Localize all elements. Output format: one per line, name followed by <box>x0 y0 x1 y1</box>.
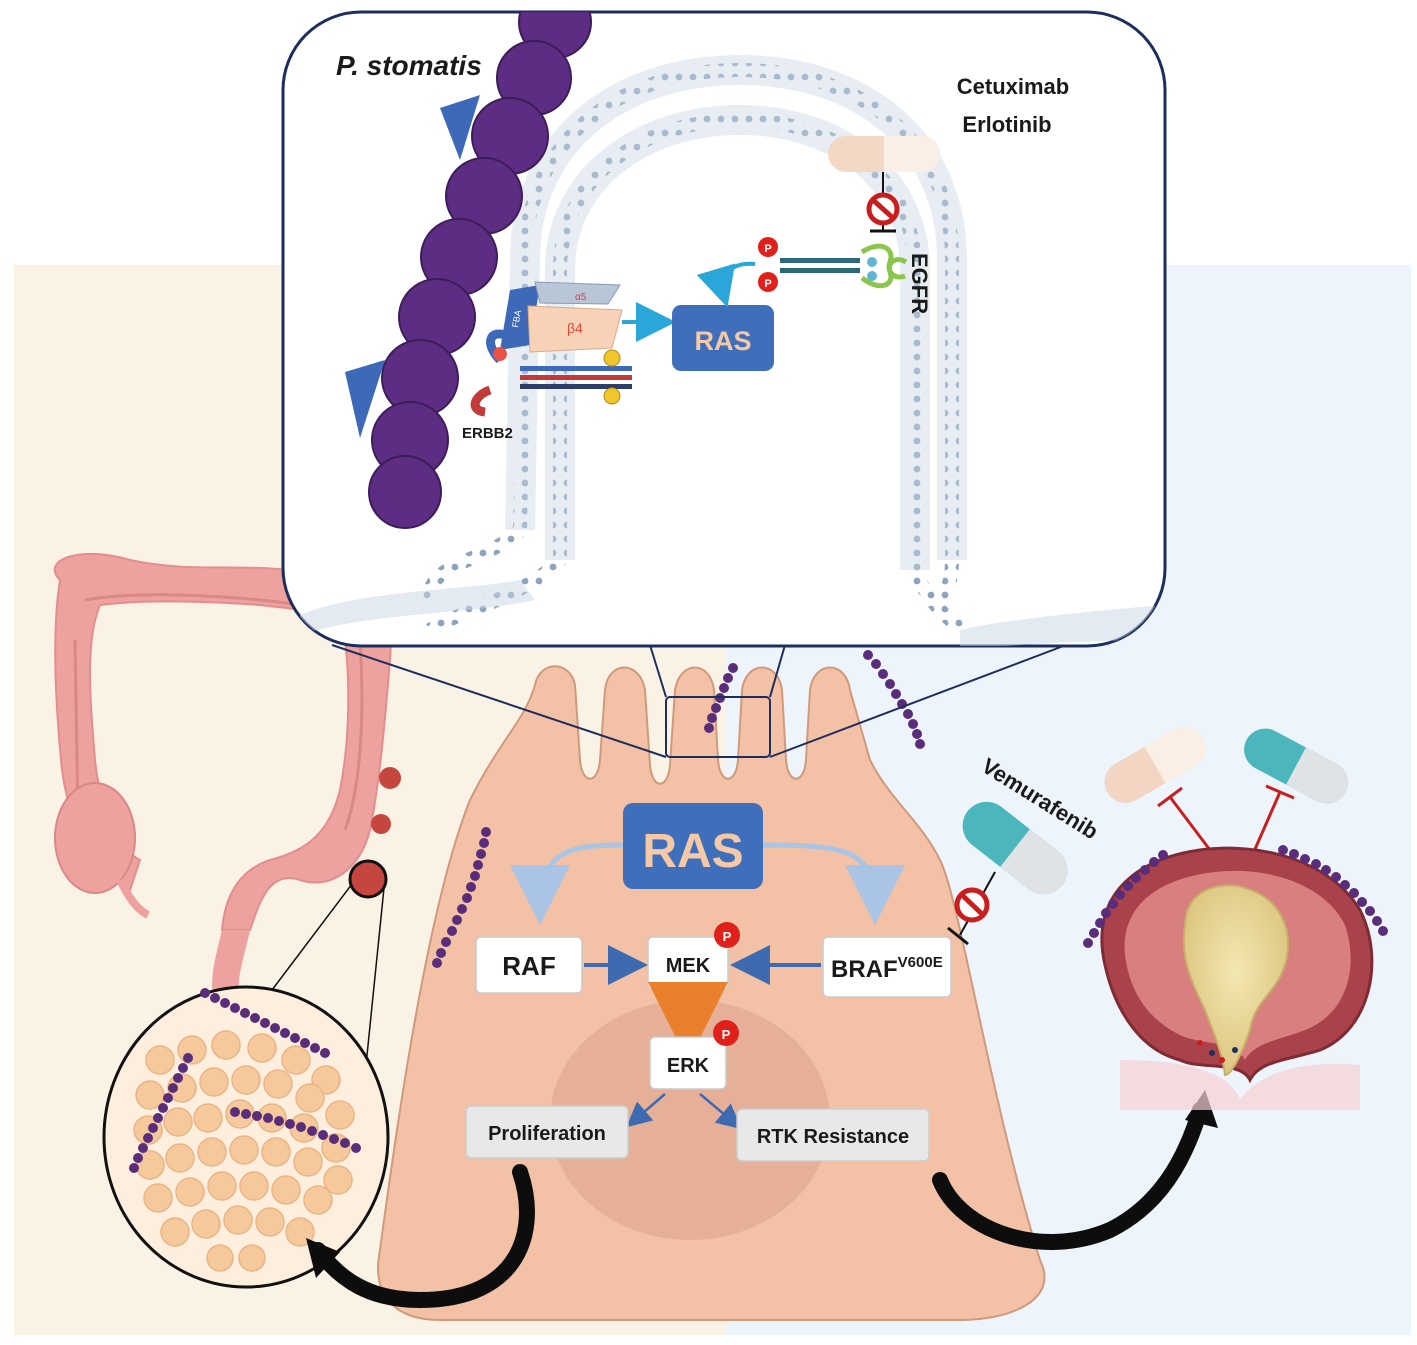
arrow-rtk-to-tumor <box>932 1102 1208 1250</box>
erk-label: ERK <box>667 1055 710 1077</box>
tumor-illustration <box>1100 846 1374 1110</box>
proliferation-box <box>465 1105 629 1159</box>
capsule-tumor-right <box>1244 728 1348 804</box>
egfr-receptor <box>780 243 908 289</box>
adhesin-shape-bottom <box>345 360 385 438</box>
erbb2-receptor <box>470 329 632 417</box>
inset-panel: FBA α5 β4 ERBB2 RAS <box>281 10 1167 648</box>
p-stomatis-label: P. stomatis <box>336 50 482 81</box>
proliferation-label: Proliferation <box>488 1123 606 1145</box>
integrin-beta4 <box>527 305 623 353</box>
ras-main-box <box>623 803 763 889</box>
egfr-phospho-1 <box>758 237 778 257</box>
mek-phospho <box>714 922 740 948</box>
erbb2-label: ERBB2 <box>462 425 513 442</box>
zoom-line-inset-right <box>769 644 1067 758</box>
bacteria-chains-cell <box>432 650 925 968</box>
arrow-erk-to-rtk <box>699 1093 742 1130</box>
egfr-phospho-2 <box>758 272 778 292</box>
egfr-label: EGFR <box>907 253 932 314</box>
fba-label: FBA <box>510 309 523 328</box>
arrow-ras-to-raf <box>510 842 624 925</box>
inset-zoom-box <box>665 696 771 758</box>
membrane-inner <box>426 112 967 636</box>
arrow-egfr-to-ras <box>696 261 756 308</box>
svg-text:P: P <box>764 243 771 255</box>
zoom-line-colon-right <box>364 887 385 1076</box>
vemurafenib-capsule <box>962 801 1068 895</box>
braf-mutation-superscript: V600E <box>898 954 943 971</box>
inhibition-line-tumor-right <box>1250 791 1282 857</box>
raf-box <box>475 936 583 994</box>
p-stomatis-chain <box>368 12 592 529</box>
arrow-erk-to-proliferation <box>626 1093 666 1128</box>
svg-text:P: P <box>722 1027 731 1042</box>
braf-label: BRAFV600E <box>831 954 943 983</box>
cetuximab-capsule <box>828 136 940 172</box>
raf-label: RAF <box>502 951 555 981</box>
svg-text:P: P <box>723 929 732 944</box>
adhesin-shape-top <box>440 95 480 160</box>
tissue-zoom-circle <box>102 985 390 1289</box>
zoom-line-colon-left <box>271 883 353 991</box>
integrin-beta-label: β4 <box>567 320 583 336</box>
bacteria-chains-tumor <box>1083 845 1388 948</box>
cetuximab-label: Cetuximab <box>957 74 1069 99</box>
rtk-resistance-label: RTK Resistance <box>757 1126 909 1148</box>
erlotinib-label: Erlotinib <box>962 112 1051 137</box>
integrin-alpha5 <box>534 281 621 305</box>
arrow-ras-to-braf <box>762 842 905 925</box>
nucleus <box>550 1000 830 1240</box>
braf-box <box>822 936 952 998</box>
mek-label: MEK <box>666 955 711 977</box>
membrane-outer <box>423 62 959 606</box>
integrin-alpha-label: α5 <box>575 292 587 303</box>
rtk-resistance-box <box>736 1108 930 1162</box>
arrow-proliferation-to-tissue <box>310 1164 535 1309</box>
capsule-tumor-left <box>1104 727 1206 803</box>
erk-phospho <box>713 1020 739 1046</box>
svg-text:P: P <box>764 278 771 290</box>
ras-inset-label: RAS <box>694 326 751 356</box>
ras-inset-box <box>672 305 774 371</box>
inhibition-line-tumor-left <box>1168 796 1212 851</box>
zoom-line-inset-left <box>331 644 667 758</box>
ras-main-label: RAS <box>642 825 743 878</box>
erk-box <box>649 1036 727 1090</box>
